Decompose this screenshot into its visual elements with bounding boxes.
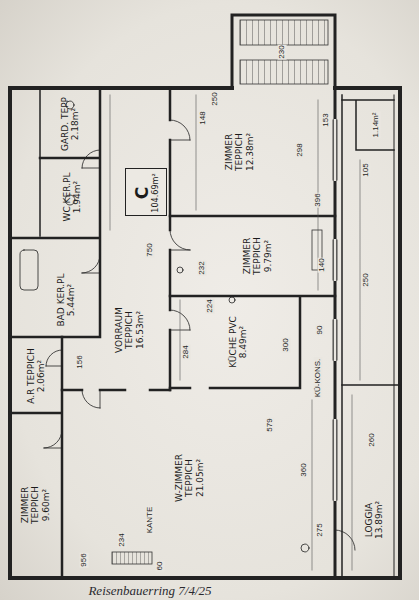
- room-name: BAD KER.PL: [56, 272, 66, 328]
- room-name: WC KER.PL: [62, 169, 72, 225]
- room-name: ZIMMER TEPPICH: [224, 124, 245, 180]
- dimension-label: 298: [296, 142, 305, 157]
- handwritten-address: Reisenbauerring 7/4/25: [87, 584, 212, 598]
- room-area-value: 2.18m²: [70, 96, 80, 152]
- dimension-label: 250: [211, 91, 220, 106]
- room-name: VORRAUM TEPPICH: [114, 290, 135, 370]
- room-text: BAD KER.PL5.44m²: [56, 272, 77, 328]
- room-text: LOGGIA13.89m²: [364, 492, 385, 548]
- room-area: ZIMMER TEPPICH9.79m²: [172, 218, 334, 295]
- dimension-label: 230: [278, 44, 287, 59]
- room-text: GARD. TEPP2.18m²: [60, 96, 81, 152]
- room-area-value: 9.79m²: [263, 228, 273, 284]
- room-text: ZIMMER TEPPICH12.38m²: [224, 124, 255, 180]
- dimension-label: 579: [266, 417, 275, 432]
- dimension-label: 156: [76, 354, 85, 369]
- dimension-label: 750: [146, 242, 155, 257]
- dimension-label: 956: [80, 552, 89, 567]
- dimension-label: 284: [182, 344, 191, 359]
- room-area-value: 2.06m²: [36, 348, 46, 404]
- dimension-label: KANTE: [146, 506, 155, 535]
- room-text: ZIMMER TEPPICH9.79m²: [242, 228, 273, 284]
- room-text: KÜCHE PVC8.49m²: [228, 314, 249, 370]
- room-name: GARD. TEPP: [60, 96, 70, 152]
- room-area-value: 12.38m²: [245, 124, 255, 180]
- room-name: ZIMMER TEPPICH: [20, 477, 41, 533]
- room-area: WC KER.PL1.94m²: [41, 160, 99, 236]
- room-area: BAD KER.PL5.44m²: [12, 240, 99, 336]
- dimension-label: 360: [300, 462, 309, 477]
- room-text: ZIMMER TEPPICH9.60m²: [20, 477, 51, 533]
- room-name: LOGGIA: [364, 492, 374, 548]
- room-name: A.R TEPPICH: [26, 348, 36, 404]
- room-text: W-ZIMMER TEPPICH21.05m²: [174, 450, 205, 506]
- room-area: W-ZIMMER TEPPICH21.05m²: [64, 392, 334, 577]
- room-area-value: 8.49m²: [238, 314, 248, 370]
- room-area-value: 1.94m²: [72, 169, 82, 225]
- dimension-label: KÜ-KONS.: [314, 358, 323, 399]
- room-area: GARD. TEPP2.18m²: [41, 89, 99, 157]
- dimension-label: 90: [316, 325, 325, 336]
- dimension-label: 153: [322, 112, 331, 127]
- room-area: VORRAUM TEPPICH16.53m² C104.69m²: [101, 89, 169, 389]
- room-area-value: 13.89m²: [374, 492, 384, 548]
- dimension-label: 140: [318, 257, 327, 272]
- room-area: KÜCHE PVC8.49m²: [172, 298, 299, 387]
- room-area-value: 16.53m²: [135, 290, 145, 370]
- room-area: ZIMMER TEPPICH9.60m²: [12, 415, 61, 577]
- room-area-value: 5.44m²: [66, 272, 76, 328]
- room-text: A.R TEPPICH2.06m²: [26, 348, 47, 404]
- room-area-value: 9.60m²: [41, 477, 51, 533]
- room-name: KÜCHE PVC: [228, 314, 238, 370]
- room-area-value: 104.69m²: [151, 171, 160, 215]
- room-text: VORRAUM TEPPICH16.53m²: [114, 290, 145, 370]
- dimension-label: 250: [362, 272, 371, 287]
- room-name: ZIMMER TEPPICH: [242, 228, 263, 284]
- dimension-label: 1.14m²: [372, 112, 381, 139]
- unit-stamp: C104.69m²: [125, 168, 167, 216]
- dimension-label: 148: [199, 110, 208, 125]
- room-text: WC KER.PL1.94m²: [62, 169, 83, 225]
- dimension-label: 396: [314, 192, 323, 207]
- dimension-label: 224: [206, 298, 215, 313]
- dimension-label: 300: [282, 337, 291, 352]
- room-area: A.R TEPPICH2.06m²: [12, 339, 61, 412]
- room-name: W-ZIMMER TEPPICH: [174, 450, 195, 506]
- room-name: C: [134, 171, 151, 215]
- dimension-label: 260: [368, 432, 377, 447]
- room-text: C104.69m²: [134, 171, 160, 215]
- dimension-label: 105: [362, 162, 371, 177]
- loggia-area: LOGGIA13.89m²: [344, 387, 393, 577]
- room-area-value: 21.05m²: [195, 450, 205, 506]
- dimension-label: 275: [316, 522, 325, 537]
- dimension-label: 232: [198, 260, 207, 275]
- room-area: ZIMMER TEPPICH12.38m²: [172, 89, 334, 215]
- dimension-label: 234: [118, 532, 127, 547]
- dimension-label: 60: [156, 561, 165, 572]
